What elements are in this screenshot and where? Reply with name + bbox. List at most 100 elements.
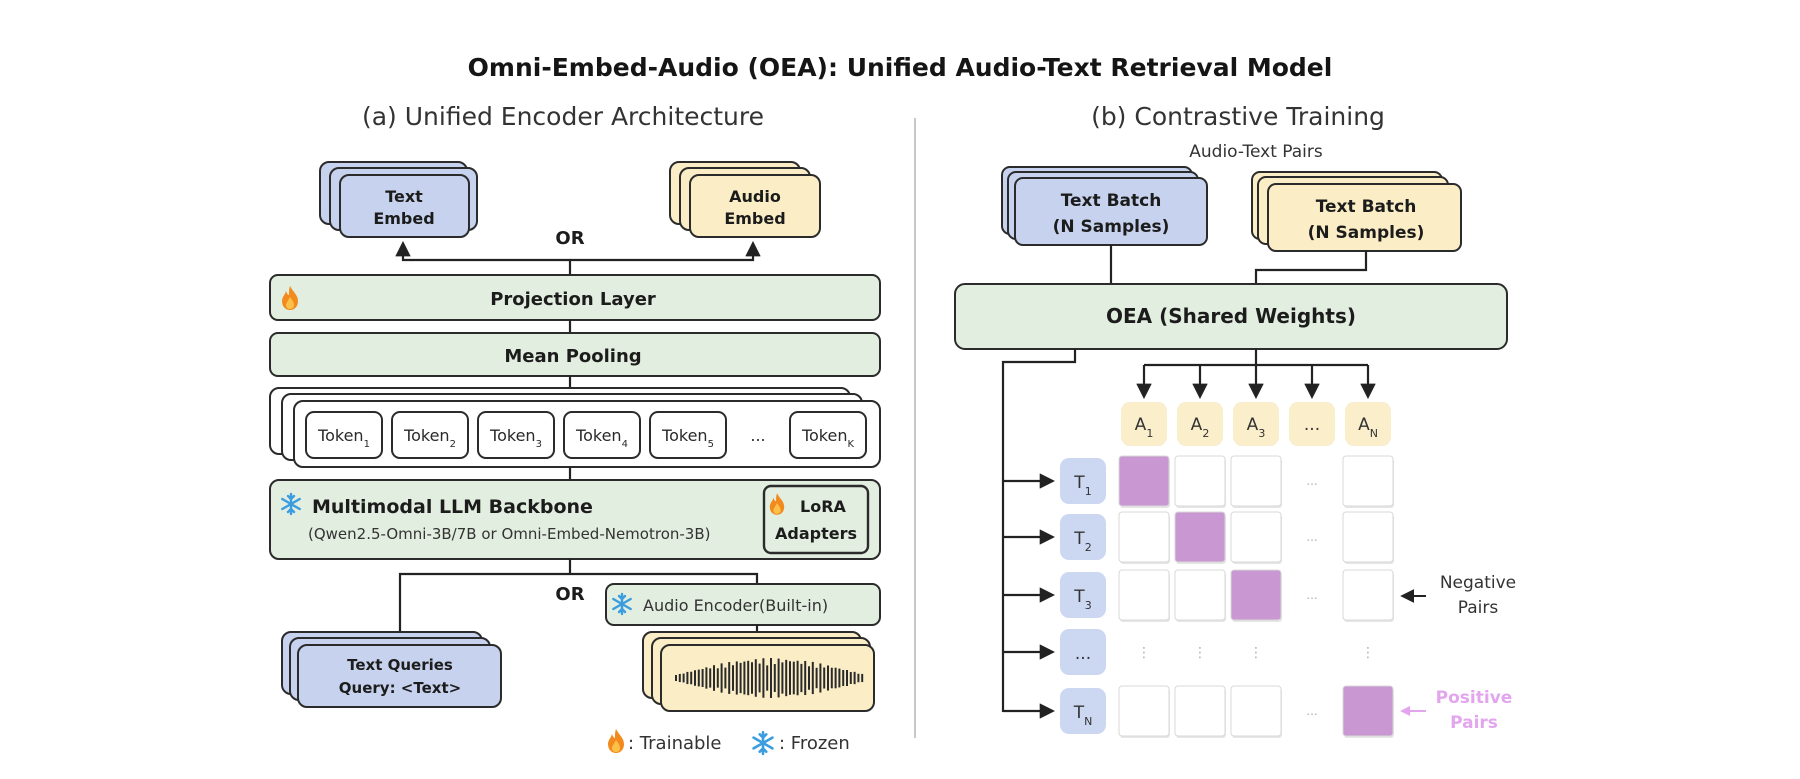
audio-col-label: A1: [1135, 415, 1154, 440]
token-box: Token3: [477, 411, 555, 459]
text-queries-line2: Query: <Text>: [339, 679, 461, 697]
positive-line2: Pairs: [1450, 713, 1498, 733]
text-row-header: T2: [1060, 514, 1106, 560]
matrix-ellipsis: ...: [1306, 530, 1317, 544]
projection-label: Projection Layer: [490, 289, 656, 310]
negative-pair-cell: [1342, 569, 1394, 622]
legend-trainable: : Trainable: [628, 733, 722, 754]
matrix-ellipsis: ...: [1306, 588, 1317, 602]
token-label: Token1: [317, 426, 370, 450]
backbone-title: Multimodal LLM Backbone: [312, 496, 593, 518]
token-label: Token2: [403, 426, 456, 450]
legend: : Trainable : Frozen: [608, 729, 850, 756]
matrix-vellipsis: ⋮: [1249, 645, 1263, 661]
text-embed-line1: Text: [385, 187, 423, 206]
negative-pair-cell: [1230, 685, 1282, 738]
token-box: Token2: [391, 411, 469, 459]
audio-col-label: A2: [1191, 415, 1210, 440]
negative-line1: Negative: [1440, 573, 1516, 593]
positive-pair-cell: [1342, 685, 1394, 738]
projection-layer: Projection Layer: [269, 274, 881, 321]
token-label: TokenK: [801, 426, 855, 450]
audio-col-header: A3: [1233, 402, 1279, 446]
wire-to-text-embed: [395, 240, 572, 275]
token-label: Token5: [661, 426, 714, 450]
token-sequence: Token1 Token2 Token3 Token4 Token5... TokenK: [269, 387, 881, 468]
negative-pair-cell: [1230, 511, 1282, 564]
audio-col-header: ...: [1289, 402, 1335, 446]
negative-pair-cell: [1342, 455, 1394, 508]
negative-pair-cell: [1118, 569, 1170, 622]
negative-pair-cell: [1342, 511, 1394, 564]
text-batch-line1: Text Batch: [1061, 191, 1162, 211]
audio-col-label: ...: [1304, 415, 1320, 435]
text-row-label: T1: [1073, 473, 1091, 498]
positive-pair-cell: [1118, 455, 1170, 508]
llm-backbone: Multimodal LLM Backbone (Qwen2.5-Omni-3B…: [269, 479, 881, 560]
token-box: Token5: [649, 411, 727, 459]
audio-batch-line2: (N Samples): [1308, 223, 1425, 243]
negative-pairs-annotation: Negative Pairs: [1400, 573, 1516, 618]
audio-input-card: [642, 631, 875, 712]
audio-col-label: AN: [1358, 415, 1378, 440]
token-box: Token4: [563, 411, 641, 459]
text-row-header: TN: [1060, 688, 1106, 734]
or-bottom: OR: [555, 584, 584, 605]
panel-a-heading: (a) Unified Encoder Architecture: [362, 102, 764, 131]
wire-to-audio-embed: [570, 240, 761, 262]
audio-col-label: A3: [1247, 415, 1266, 440]
figure-title: Omni-Embed-Audio (OEA): Unified Audio-Te…: [468, 53, 1333, 82]
snowflake-icon: [752, 730, 774, 756]
legend-frozen: : Frozen: [779, 733, 850, 754]
waveform-icon: [675, 658, 864, 698]
positive-pair-cell: [1174, 511, 1226, 564]
text-queries-card: Text Queries Query: <Text>: [281, 631, 502, 708]
text-row-header: ...: [1060, 629, 1106, 675]
audio-batch-line1: Text Batch: [1316, 197, 1417, 217]
negative-pair-cell: [1118, 685, 1170, 738]
wire-to-audio-encoder: [570, 572, 759, 584]
positive-pair-cell: [1230, 569, 1282, 622]
panel-b-heading: (b) Contrastive Training: [1091, 102, 1385, 131]
wire-to-text-queries: [398, 572, 570, 633]
text-row-label: T3: [1073, 587, 1091, 612]
matrix-ellipsis: ...: [1306, 704, 1317, 718]
text-queries-line1: Text Queries: [347, 656, 453, 674]
token-box: TokenK: [789, 411, 867, 459]
negative-line2: Pairs: [1458, 598, 1499, 618]
audio-embed-line1: Audio: [729, 187, 781, 206]
matrix-vellipsis: ⋮: [1361, 645, 1375, 661]
matrix-vellipsis: ⋮: [1193, 645, 1207, 661]
negative-pair-cell: [1174, 685, 1226, 738]
text-row-label: ...: [1075, 644, 1091, 664]
oea-shared-weights: OEA (Shared Weights): [954, 283, 1508, 350]
pooling-label: Mean Pooling: [504, 346, 641, 367]
text-row-header: T1: [1060, 458, 1106, 504]
text-batch-card: Text Batch (N Samples): [1001, 166, 1208, 246]
text-batch-line2: (N Samples): [1053, 217, 1170, 237]
positive-pairs-annotation: Positive Pairs: [1400, 688, 1512, 733]
lora-line1: LoRA: [800, 497, 847, 516]
text-row-label: T2: [1073, 529, 1091, 554]
mean-pooling: Mean Pooling: [269, 332, 881, 377]
similarity-matrix: .........⋮⋮⋮⋮...: [1118, 455, 1394, 738]
text-embed-card: Text Embed: [319, 161, 478, 238]
or-top: OR: [555, 228, 584, 249]
audio-encoder-label: Audio Encoder(Built-in): [643, 596, 828, 615]
token-ellipsis: ...: [750, 426, 765, 445]
flame-icon: [608, 729, 624, 753]
negative-pair-cell: [1118, 511, 1170, 564]
text-row-label: TN: [1073, 703, 1093, 728]
pairs-label: Audio-Text Pairs: [1189, 142, 1323, 162]
lora-line2: Adapters: [775, 524, 857, 543]
negative-pair-cell: [1174, 455, 1226, 508]
lora-box: [762, 484, 870, 555]
token-label: Token3: [489, 426, 542, 450]
audio-batch-card: Text Batch (N Samples): [1251, 171, 1462, 252]
audio-col-header: A1: [1121, 402, 1167, 446]
audio-embed-card: Audio Embed: [669, 161, 821, 238]
negative-pair-cell: [1230, 455, 1282, 508]
audio-embed-line2: Embed: [724, 209, 785, 228]
